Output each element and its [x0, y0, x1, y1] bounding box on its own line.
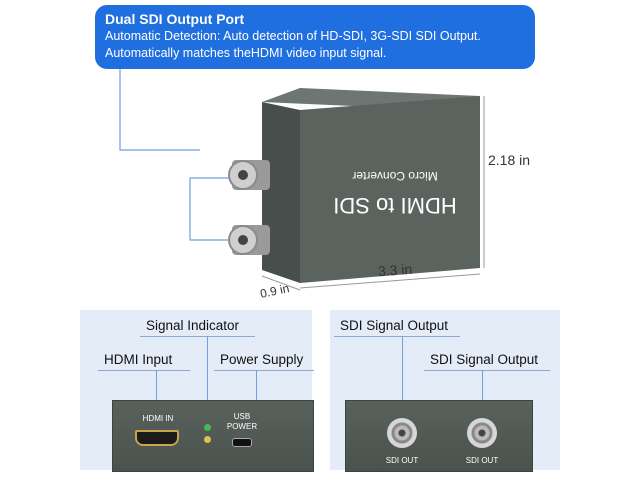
- sdi-output-underline-1: [334, 336, 460, 337]
- callout-connector: [119, 69, 200, 151]
- device-label-top: HDMI to SDI: [333, 193, 456, 218]
- usb-power-text: POWER: [226, 422, 258, 431]
- dimension-width: 3.3 in: [377, 260, 413, 280]
- callout-line-2: Automatically matches theHDMI video inpu…: [105, 46, 387, 60]
- sdi-output-underline-2: [424, 370, 550, 371]
- bnc-connector-bottom: [228, 225, 270, 255]
- callout-title: Dual SDI Output Port: [105, 11, 245, 27]
- bnc-connector-top: [228, 160, 270, 190]
- callout-box: Dual SDI Output Port Automatic Detection…: [95, 5, 535, 69]
- device-label-sub: Micro Converter: [352, 169, 437, 183]
- callout-connector-upper: [189, 177, 235, 241]
- sdi-pointer-line-1: [402, 336, 403, 418]
- sdi-out-connector-2-icon: [467, 418, 497, 448]
- power-pointer-line: [256, 370, 257, 410]
- converter-illustration: HDMI to SDI Micro Converter: [119, 69, 485, 291]
- power-supply-underline: [214, 370, 314, 371]
- callout-line-1: Automatic Detection: Auto detection of H…: [105, 29, 481, 43]
- device-output-side: [345, 400, 533, 472]
- led-yellow-icon: [204, 436, 211, 443]
- usb-text: USB: [233, 412, 251, 421]
- hdmi-input-label: HDMI Input: [104, 352, 173, 367]
- led-green-icon: [204, 424, 211, 431]
- sdi-output-label-1: SDI Signal Output: [340, 318, 449, 333]
- sdi-out-text-1: SDI OUT: [385, 456, 419, 465]
- hdmi-input-underline: [98, 370, 190, 371]
- signal-indicator-underline: [140, 336, 255, 337]
- device-side-face: [262, 102, 300, 283]
- dimension-height: 2.18 in: [488, 152, 531, 168]
- hdmi-in-text: HDMI IN: [142, 414, 174, 423]
- power-supply-label: Power Supply: [220, 352, 304, 367]
- hdmi-port: [135, 430, 179, 446]
- sdi-out-text-2: SDI OUT: [465, 456, 499, 465]
- sdi-pointer-line-2: [482, 370, 483, 418]
- sdi-out-connector-1-icon: [387, 418, 417, 448]
- sdi-output-label-2: SDI Signal Output: [430, 352, 539, 367]
- indicator-pointer-line: [207, 336, 208, 416]
- device-front-face: [300, 96, 480, 283]
- signal-indicator-label: Signal Indicator: [146, 318, 240, 333]
- usb-port: [232, 438, 252, 447]
